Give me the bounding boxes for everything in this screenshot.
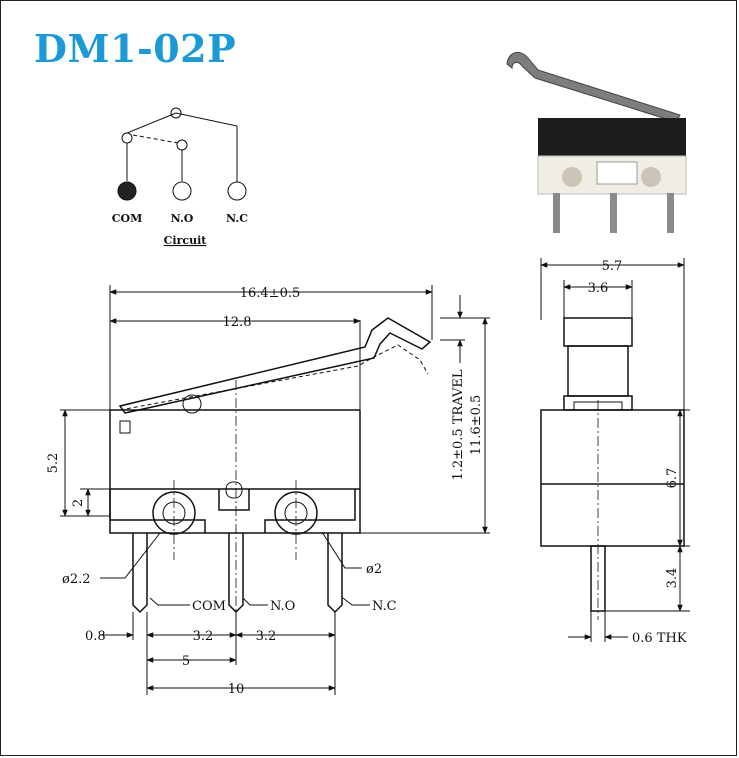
dim-thickness: 0.6 THK (632, 631, 687, 646)
circuit-lever-wire (126, 112, 177, 134)
page-title: DM1-02P (34, 26, 237, 71)
dim-overall-length: 16.4±0.5 (240, 286, 301, 301)
dim-travel: 1.2±0.5 TRAVEL (451, 369, 466, 480)
dim-inner-width: 3.6 (588, 281, 609, 296)
circuit-label-no: N.O (171, 212, 194, 225)
side-view (540, 258, 690, 642)
dim-span-10: 10 (228, 682, 245, 697)
circuit-label-nc: N.C (226, 212, 248, 225)
dim-span-5: 5 (182, 654, 190, 669)
dim-total-height: 11.6±0.5 (469, 395, 484, 456)
product-photo (506, 51, 687, 233)
front-view (60, 285, 490, 695)
dim-width: 5.7 (602, 259, 623, 274)
circuit-no-node (176, 139, 188, 151)
circuit-com-node (121, 132, 133, 144)
dim-hole-right: ø2 (366, 562, 382, 577)
circuit-nc-wire (175, 112, 238, 183)
pin-label-com: COM (192, 599, 226, 614)
dim-pin-offset: 2 (71, 499, 86, 507)
dim-pitch-2: 3.2 (256, 629, 277, 644)
pin-label-no: N.O (270, 599, 295, 614)
nc-terminal-icon (227, 181, 247, 201)
no-terminal-icon (172, 181, 192, 201)
dim-hole-left: ø2.2 (62, 572, 91, 587)
pin-label-nc: N.C (372, 599, 397, 614)
dim-pitch-1: 3.2 (193, 629, 214, 644)
dim-lever-length: 12.8 (223, 315, 252, 330)
com-terminal-icon (117, 181, 137, 201)
dim-body-height: 5.2 (46, 453, 61, 474)
circuit-schematic: COM N.O N.C Circuit (112, 107, 248, 247)
circuit-label-com: COM (112, 212, 143, 225)
dim-pin-width: 0.8 (85, 629, 106, 644)
circuit-caption: Circuit (164, 234, 208, 247)
dim-side-height: 6.7 (665, 468, 680, 489)
dim-pin-length: 3.4 (665, 568, 680, 589)
circuit-no-dashed (132, 134, 179, 144)
